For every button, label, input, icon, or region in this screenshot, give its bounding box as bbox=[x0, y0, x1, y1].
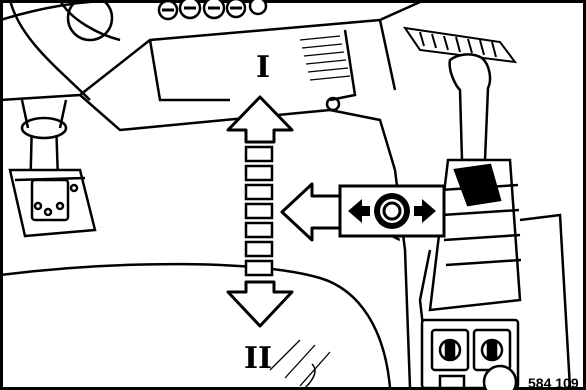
dashboard-hatching bbox=[299, 35, 351, 81]
dashboard bbox=[0, 0, 421, 171]
shift-path-indicator bbox=[244, 145, 274, 277]
position-label-upper: I bbox=[256, 50, 270, 85]
vent-grille bbox=[402, 26, 518, 64]
arrow-down-icon bbox=[226, 280, 294, 328]
position-label-lower: II bbox=[244, 341, 272, 376]
pedal-assembly bbox=[8, 99, 97, 238]
double-arrow-ring-icon bbox=[338, 184, 446, 238]
gauge-cluster bbox=[157, 0, 268, 21]
arrow-up-icon bbox=[226, 95, 294, 144]
switch-panel bbox=[420, 318, 520, 390]
figure-reference-number: 584 109 bbox=[528, 375, 579, 390]
